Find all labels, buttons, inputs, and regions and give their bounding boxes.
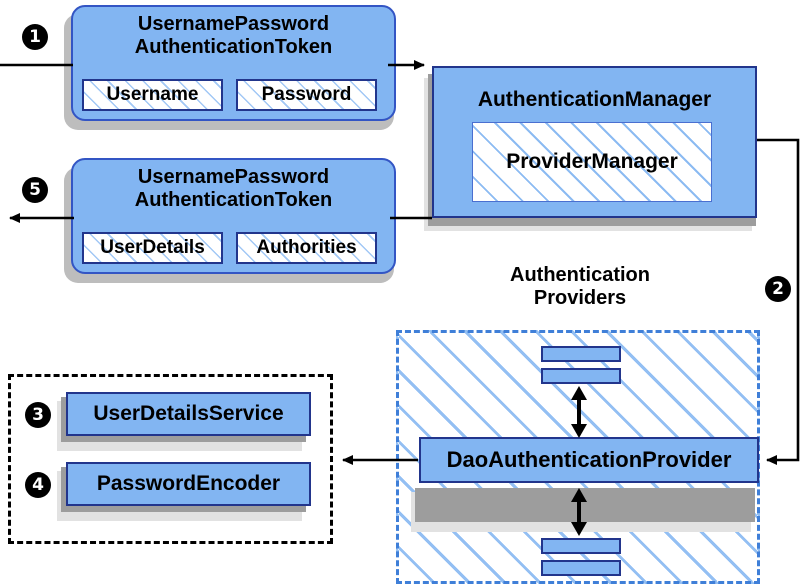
user-details-service-node: UserDetailsService bbox=[66, 392, 311, 436]
providers-group-title-line2: Providers bbox=[533, 286, 627, 309]
providers-group-title-line1: Authentication bbox=[510, 264, 650, 286]
other-provider-bar-2 bbox=[541, 368, 621, 384]
badge-4: 4 bbox=[25, 472, 51, 498]
authentication-manager-label: AuthenticationManager bbox=[477, 88, 712, 111]
dao-authentication-provider-node: DaoAuthenticationProvider bbox=[419, 437, 759, 483]
provider-manager-panel: ProviderManager bbox=[472, 122, 712, 202]
other-provider-bar-3 bbox=[541, 538, 621, 554]
other-provider-bar-4 bbox=[541, 560, 621, 576]
request-token-title-line1: UsernamePassword bbox=[137, 13, 330, 35]
request-token-slot-password: Password bbox=[236, 79, 377, 111]
response-token-title: UsernamePassword AuthenticationToken bbox=[73, 166, 394, 211]
other-provider-bar-1 bbox=[541, 346, 621, 362]
providers-group-title: Authentication Providers bbox=[460, 264, 700, 310]
request-token-title: UsernamePassword AuthenticationToken bbox=[73, 13, 394, 58]
response-token-slot-authorities: Authorities bbox=[236, 232, 377, 264]
password-encoder-node: PasswordEncoder bbox=[66, 462, 311, 506]
badge-1: 1 bbox=[22, 24, 48, 50]
request-token-title-line2: AuthenticationToken bbox=[134, 35, 333, 58]
response-token-title-line2: AuthenticationToken bbox=[134, 188, 333, 211]
request-token-slot-username: Username bbox=[82, 79, 223, 111]
badge-5: 5 bbox=[22, 177, 48, 203]
badge-3: 3 bbox=[25, 402, 51, 428]
response-token-title-line1: UsernamePassword bbox=[137, 166, 330, 188]
dao-provider-shadow-dark bbox=[415, 488, 755, 522]
badge-2: 2 bbox=[765, 276, 791, 302]
response-token-slot-userdetails: UserDetails bbox=[82, 232, 223, 264]
request-token-card: UsernamePassword AuthenticationToken bbox=[71, 5, 396, 121]
